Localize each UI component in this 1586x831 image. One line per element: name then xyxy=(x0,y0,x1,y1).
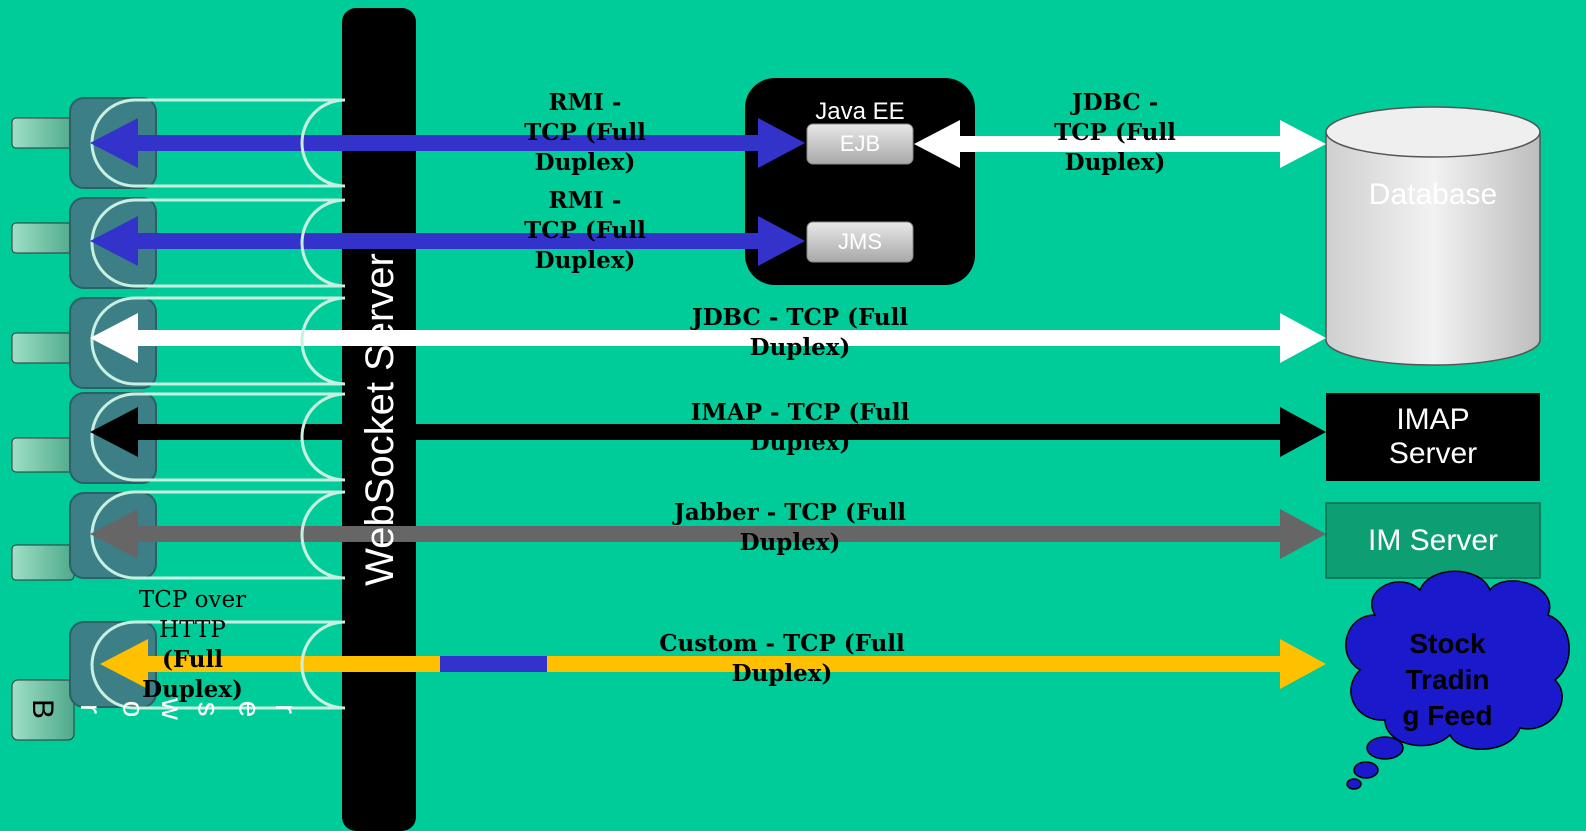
websocket-server-label-wrap: WebSocket Server xyxy=(345,8,415,831)
imap-server-box xyxy=(1326,393,1540,481)
rmi-arrow-2 xyxy=(90,216,805,266)
jabber-label: Jabber - TCP (Full Duplex) xyxy=(650,498,930,558)
jdbc-label-line: Duplex) xyxy=(749,334,851,361)
browser-connector-3 xyxy=(11,297,157,389)
imap-label: IMAP - TCP (Full Duplex) xyxy=(660,398,940,458)
jabber-label-line: Jabber - TCP (Full xyxy=(674,499,906,526)
websocket-server-bar xyxy=(342,8,416,831)
tcp-http-line: (Full Duplex) xyxy=(142,646,243,703)
custom-arrow xyxy=(100,639,1326,689)
browser-letter: r xyxy=(269,704,302,714)
rmi-label-line: Duplex) xyxy=(534,149,636,176)
jms-box xyxy=(806,221,914,263)
jdbc-label-line: Duplex) xyxy=(1064,149,1166,176)
rmi-label-line: RMI - xyxy=(548,187,622,214)
rmi-label-1: RMI - TCP (Full Duplex) xyxy=(500,88,670,178)
rmi-label-line: TCP (Full xyxy=(524,119,646,146)
imap-server-line: IMAP xyxy=(1396,403,1470,436)
database-label: Database xyxy=(1368,178,1498,211)
java-ee-title: Java EE xyxy=(815,98,905,125)
browser-letter: r xyxy=(74,704,107,714)
jabber-label-line: Duplex) xyxy=(739,529,841,556)
jabber-arrow xyxy=(90,509,1326,559)
stock-feed-line: Tradin xyxy=(1405,663,1490,695)
imap-label-line: Duplex) xyxy=(749,429,851,456)
jdbc-label-top: JDBC - TCP (Full Duplex) xyxy=(1030,88,1200,178)
custom-label-line: Custom - TCP (Full xyxy=(659,630,905,657)
database-cylinder xyxy=(1325,106,1541,366)
browser-letter: B xyxy=(26,698,60,720)
imap-server-line: Server xyxy=(1388,437,1478,470)
jdbc-arrow-top xyxy=(914,120,1326,168)
rmi-label-line: Duplex) xyxy=(534,247,636,274)
imap-arrow xyxy=(90,407,1326,457)
ejb-box xyxy=(806,123,914,165)
stock-feed-line: Stock xyxy=(1409,627,1486,659)
custom-label: Custom - TCP (Full Duplex) xyxy=(640,629,924,689)
tcp-http-label: TCP over HTTP (Full Duplex) xyxy=(110,585,275,705)
jdbc-label-line: TCP (Full xyxy=(1054,119,1176,146)
tcp-http-line: TCP over xyxy=(138,587,247,613)
jdbc-label-line: JDBC - xyxy=(1071,89,1159,116)
imap-server-label: IMAP Server xyxy=(1326,393,1540,481)
stock-feed-cloud xyxy=(1345,570,1570,790)
custom-label-line: Duplex) xyxy=(731,660,833,687)
arrows xyxy=(90,118,1326,689)
im-server-label: IM Server xyxy=(1367,523,1499,557)
imap-label-line: IMAP - TCP (Full xyxy=(690,399,910,426)
jdbc-label: JDBC - TCP (Full Duplex) xyxy=(660,303,940,363)
websocket-server-label: WebSocket Server xyxy=(357,253,402,586)
pipe-mouths xyxy=(300,98,346,710)
jms-label: JMS xyxy=(838,229,882,254)
rmi-arrow-1 xyxy=(90,118,805,168)
rmi-label-line: TCP (Full xyxy=(524,217,646,244)
tcp-http-line: HTTP xyxy=(159,617,226,643)
ejb-label: EJB xyxy=(839,131,881,156)
rmi-label-2: RMI - TCP (Full Duplex) xyxy=(500,186,670,276)
stock-feed-line: g Feed xyxy=(1402,699,1493,731)
rmi-label-line: RMI - xyxy=(548,89,622,116)
java-ee-container xyxy=(745,78,975,285)
jdbc-arrow xyxy=(90,313,1326,363)
jdbc-label-line: JDBC - TCP (Full xyxy=(691,304,909,331)
stock-feed-label: Stock Tradin g Feed xyxy=(1390,622,1505,737)
